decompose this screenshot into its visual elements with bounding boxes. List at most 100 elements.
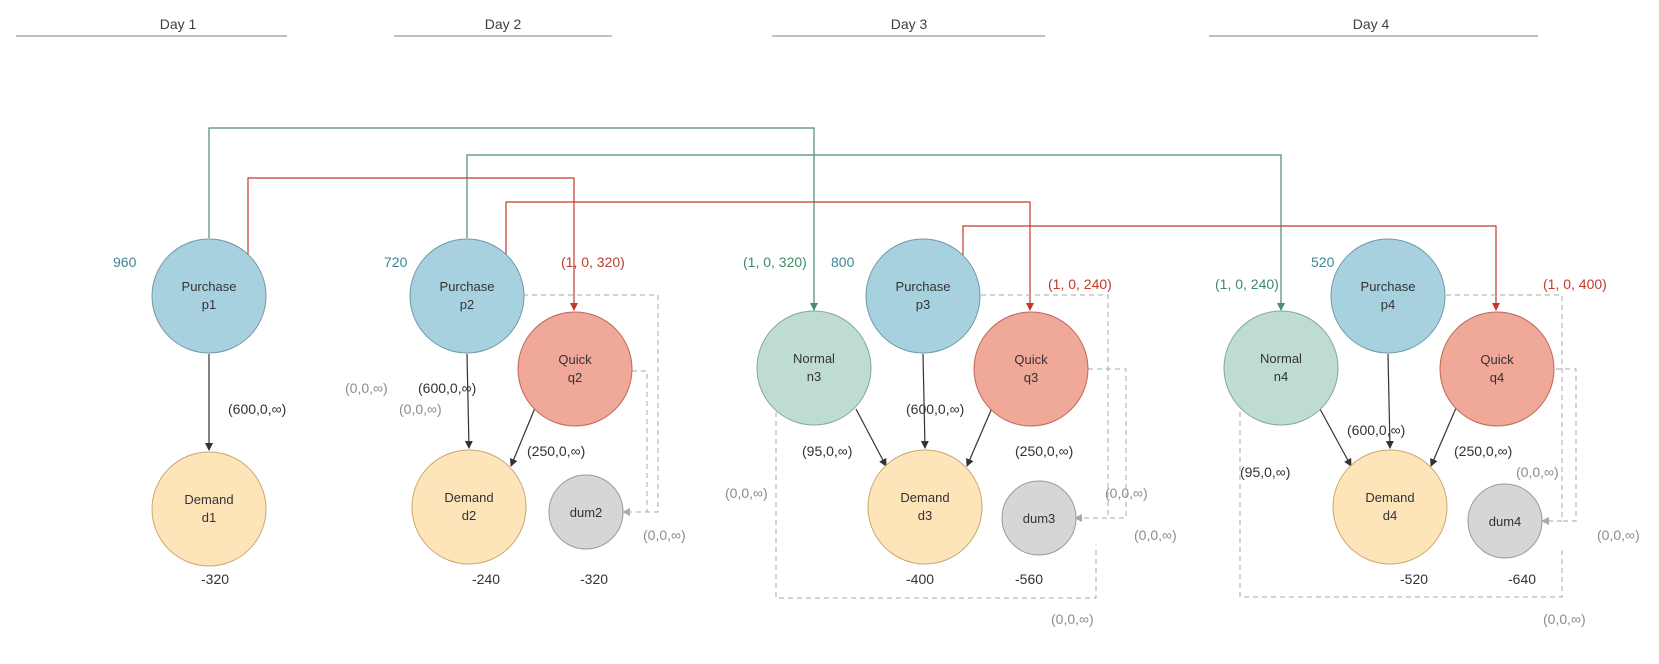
node-dum2-title: dum2 (570, 505, 603, 520)
arc-p2-n4 (466, 154, 1285, 311)
node-d3-title: Demand (900, 490, 949, 505)
demand-d1: -320 (201, 571, 229, 587)
node-q4-title: Quick (1480, 352, 1514, 367)
node-q3-id: q3 (1024, 370, 1038, 385)
node-n3-title: Normal (793, 351, 835, 366)
label-dummy-dum3-right: (0,0,∞) (1134, 527, 1177, 543)
supply-p4: 520 (1311, 254, 1335, 270)
day-1-header: Day 1 (160, 16, 197, 32)
node-p2-id: p2 (460, 297, 474, 312)
node-d4: Demand d4 (1332, 449, 1448, 565)
node-dum2: dum2 (548, 474, 624, 550)
arc-p4-dum4 (1446, 294, 1563, 525)
node-q3-title: Quick (1014, 352, 1048, 367)
label-q3-d3: (250,0,∞) (1015, 443, 1073, 459)
node-p1-id: p1 (202, 297, 216, 312)
node-d4-id: d4 (1383, 508, 1397, 523)
supply-p2: 720 (384, 254, 408, 270)
demand-dum2: -320 (580, 571, 608, 587)
node-dum3-title: dum3 (1023, 511, 1056, 526)
label-p4-d4: (600,0,∞) (1347, 422, 1405, 438)
node-p2-title: Purchase (440, 279, 495, 294)
day-3-header: Day 3 (891, 16, 928, 32)
label-n4-d4: (95,0,∞) (1240, 464, 1290, 480)
label-p2-n4: (1, 0, 240) (1215, 276, 1279, 292)
node-q2: Quick q2 (517, 311, 633, 427)
node-d1-title: Demand (184, 492, 233, 507)
node-n4-id: n4 (1274, 369, 1288, 384)
quick-order-arcs (247, 177, 1500, 311)
node-p2: Purchase p2 (409, 238, 525, 354)
arc-q2-d2 (509, 407, 536, 467)
arc-p1-n3 (208, 127, 818, 311)
label-dummy-n3-left: (0,0,∞) (725, 485, 768, 501)
day-2-header: Day 2 (485, 16, 522, 32)
label-p2-d2: (600,0,∞) (418, 380, 476, 396)
supply-p1: 960 (113, 254, 137, 270)
label-p3-d3: (600,0,∞) (906, 401, 964, 417)
node-d1: Demand d1 (151, 451, 267, 567)
node-dum4: dum4 (1467, 483, 1543, 559)
arc-q3-d3 (966, 407, 993, 467)
label-dummy-dum2: (0,0,∞) (643, 527, 686, 543)
node-d3: Demand d3 (867, 449, 983, 565)
arc-q2-dum2 (632, 370, 648, 512)
arc-p3-d3 (920, 353, 929, 449)
node-d2-title: Demand (444, 490, 493, 505)
demand-dum4: -640 (1508, 571, 1536, 587)
label-dummy-d2-left: (0,0,∞) (345, 380, 388, 396)
arc-p2-d2 (464, 353, 473, 449)
arc-p3-dum3 (981, 294, 1109, 522)
demand-d3: -400 (906, 571, 934, 587)
node-d4-title: Demand (1365, 490, 1414, 505)
node-p4-title: Purchase (1361, 279, 1416, 294)
node-d1-id: d1 (202, 510, 216, 525)
label-q2-d2: (250,0,∞) (527, 443, 585, 459)
label-dummy-dum4-right: (0,0,∞) (1597, 527, 1640, 543)
dummy-arcs (523, 294, 1577, 599)
label-p3-q4: (1, 0, 400) (1543, 276, 1607, 292)
node-q4-id: q4 (1490, 370, 1504, 385)
label-dummy-q3-dum3: (0,0,∞) (1105, 485, 1148, 501)
node-p1-title: Purchase (182, 279, 237, 294)
node-q2-title: Quick (558, 352, 592, 367)
node-n4: Normal n4 (1223, 310, 1339, 426)
label-dummy-dum4-bottom: (0,0,∞) (1543, 611, 1586, 627)
node-q3: Quick q3 (973, 311, 1089, 427)
node-q2-id: q2 (568, 370, 582, 385)
label-q4-d4: (250,0,∞) (1454, 443, 1512, 459)
node-p4: Purchase p4 (1330, 238, 1446, 354)
arc-p1-q2 (247, 177, 578, 311)
arc-q3-dum3 (1088, 368, 1127, 519)
node-n3-id: n3 (807, 369, 821, 384)
demand-d4: -520 (1400, 571, 1428, 587)
label-p1-d1: (600,0,∞) (228, 401, 286, 417)
demand-d2: -240 (472, 571, 500, 587)
node-p1: Purchase p1 (151, 238, 267, 354)
node-p3: Purchase p3 (865, 238, 981, 354)
normal-order-arcs (208, 127, 1285, 311)
arc-n4-dum4 (1239, 412, 1563, 598)
label-p2-q3: (1, 0, 240) (1048, 276, 1112, 292)
node-d2: Demand d2 (411, 449, 527, 565)
day-headers: Day 1 Day 2 Day 3 Day 4 (16, 16, 1538, 37)
label-n3-d3: (95,0,∞) (802, 443, 852, 459)
node-dum4-title: dum4 (1489, 514, 1522, 529)
arc-p2-dum2 (523, 294, 659, 516)
arc-labels: (600,0,∞) (600,0,∞) (600,0,∞) (600,0,∞) … (228, 254, 1640, 627)
node-d3-id: d3 (918, 508, 932, 523)
supply-values: 960 720 800 520 -320 -240 -320 -400 -560… (113, 254, 1536, 587)
supply-p3: 800 (831, 254, 855, 270)
arc-n4-d4 (1319, 408, 1352, 467)
demand-dum3: -560 (1015, 571, 1043, 587)
arc-q4-dum4 (1556, 368, 1577, 522)
node-dum3: dum3 (1001, 480, 1077, 556)
node-n4-title: Normal (1260, 351, 1302, 366)
arc-p3-q4 (962, 225, 1500, 311)
node-n3: Normal n3 (756, 310, 872, 426)
arc-n3-d3 (855, 408, 887, 467)
arc-q4-d4 (1430, 407, 1457, 467)
day-4-header: Day 4 (1353, 16, 1390, 32)
label-p1-n3: (1, 0, 320) (743, 254, 807, 270)
